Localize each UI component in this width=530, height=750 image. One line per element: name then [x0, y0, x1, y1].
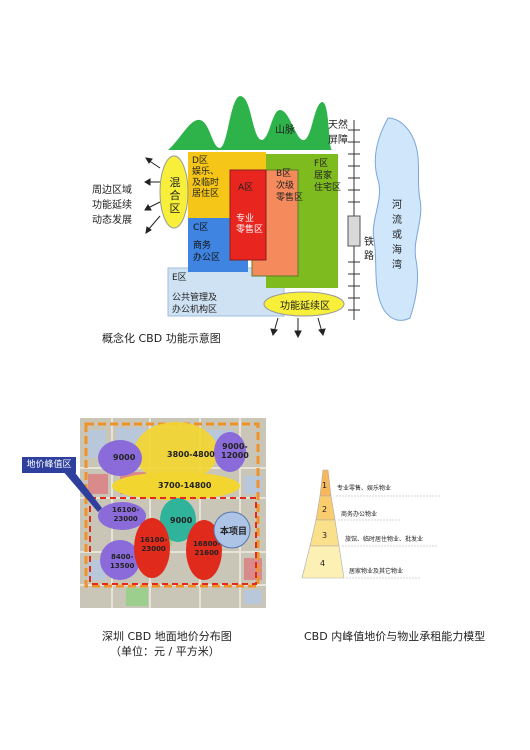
- cbd-function-diagram: [144, 96, 422, 339]
- pyramid-leader-lines: [336, 495, 440, 579]
- pyramid-level-number: 4: [320, 559, 326, 568]
- zone-e-label: E区: [172, 273, 187, 283]
- price-zone-yellow-top: [134, 422, 218, 482]
- price-label: 9000- 12000: [221, 442, 249, 460]
- pyramid-level-description: 旅馆、临时居住物业、批发业: [345, 536, 424, 543]
- pyramid-level-description: 居家物业及其它物业: [349, 568, 404, 575]
- zone-a-label: A区: [238, 183, 254, 193]
- price-zone-purple-topright: [214, 432, 246, 472]
- price-zone-purple-left: [98, 502, 146, 530]
- extension-zone-label: 功能延续区: [280, 301, 330, 312]
- zone-c-label: C区 商务 办公区: [193, 223, 221, 263]
- peak-zone-callout: 地价峰值区: [22, 457, 76, 473]
- figure2-caption-line1: 深圳 CBD 地面地价分布图: [102, 630, 232, 643]
- pyramid-level-description: 商务办公物业: [341, 511, 378, 518]
- callout-pointer: [62, 466, 102, 512]
- zone-a-area: [229, 169, 267, 261]
- mountain-range: [168, 96, 332, 150]
- price-label: 9000: [113, 453, 136, 462]
- price-label: 9000: [170, 516, 193, 525]
- figure2-caption-line2: （单位：元 / 平方米）: [110, 645, 220, 658]
- price-zone-purple-bottomleft: [100, 540, 140, 580]
- pyramid-level-description: 专业零售、娱乐物业: [337, 485, 392, 492]
- mountain-label: 山脉: [275, 125, 295, 136]
- extension-zone-ellipse: [263, 291, 345, 317]
- pyramid-level-number: 3: [322, 531, 328, 540]
- price-zone-yellow-wide: [112, 472, 240, 500]
- left-arrows: [144, 157, 161, 234]
- price-label: 3700-14800: [158, 481, 212, 490]
- mixed-zone-ellipse: [159, 155, 189, 229]
- zone-e-desc: 公共管理及 办公机构区: [172, 293, 218, 315]
- project-site-circle: [213, 511, 251, 549]
- price-label: 3800-4800: [167, 450, 215, 459]
- pyramid-level-number: 2: [322, 505, 328, 514]
- bottom-arrows: [270, 317, 326, 339]
- land-price-map: [62, 418, 266, 608]
- project-label: 本项目: [220, 527, 248, 537]
- peak-zone-boundary: [89, 497, 257, 585]
- pyramid-level-4: [301, 545, 345, 579]
- zone-d-label: D区 娱乐、 及临时 居住区: [192, 156, 220, 199]
- zone-b-label: B区 次级 零售区: [276, 169, 304, 203]
- railway-label: 铁 路: [364, 237, 374, 262]
- river-shape: [372, 117, 422, 321]
- zone-f-label: F区 居家 住宅区: [314, 159, 342, 193]
- price-zone-purple-topleft: [98, 440, 142, 476]
- railway-station: [347, 215, 361, 247]
- price-zone-red-right: [186, 520, 222, 580]
- price-label: 16800- 21600: [193, 540, 221, 557]
- price-label: 16100- 23000: [112, 506, 140, 523]
- pyramid-level-number: 1: [322, 481, 328, 490]
- mixed-zone-label: 混 合 区: [169, 176, 181, 215]
- price-label: 16100- 23000: [140, 536, 168, 553]
- zone-a-desc: 专业 零售区: [236, 214, 264, 235]
- peripheral-text: 周边区域 功能延续 动态发展: [92, 185, 132, 226]
- price-zone-red-center: [134, 518, 170, 578]
- river-label: 河 流 或 海 湾: [392, 200, 402, 271]
- natural-barrier-label: 天然 屏障: [328, 120, 348, 146]
- price-label: 8400- 13500: [110, 553, 135, 570]
- rent-capacity-pyramid: [301, 469, 440, 579]
- price-zone-teal: [160, 498, 196, 542]
- figure1-caption: 概念化 CBD 功能示意图: [102, 332, 221, 345]
- figure3-caption: CBD 内峰值地价与物业承租能力模型: [304, 630, 486, 643]
